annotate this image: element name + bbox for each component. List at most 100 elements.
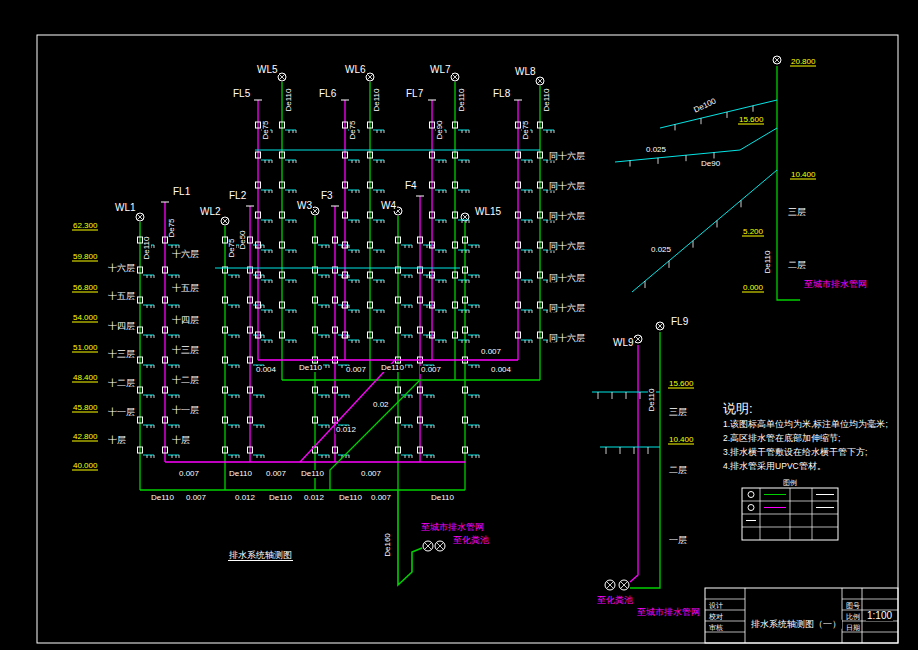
fixture-tick [289,190,290,193]
branch-stub [458,280,469,281]
fixture-tick [439,250,440,253]
fixture-tick [329,455,330,458]
check-fitting [343,212,348,218]
fixture-tick [412,275,413,278]
collector-pipe [140,489,465,490]
fixture-tick [154,365,155,368]
check-fitting [248,237,253,243]
pipe-size: De110 [228,470,253,478]
check-fitting [368,152,373,158]
fixture-tick [289,310,290,313]
elevation-label: 42.800 [72,433,98,442]
vent-cap [536,77,544,85]
check-fitting [280,302,285,308]
branch-stub [435,310,446,311]
floor-branch [255,150,540,151]
fixture-tick [384,280,385,283]
fixture-tick [329,425,330,428]
fixture-tick [434,455,435,458]
pipe-size: De110 [458,88,466,113]
elevation-label: 10.400 [790,171,816,180]
pipe-id: FL9 [670,317,689,327]
fixture-tick [239,305,240,308]
fixture-tick [434,425,435,428]
check-fitting [368,332,373,338]
fixture-tick [356,160,357,163]
riser-pipe [539,86,540,380]
legend-heading: 图例 [782,479,798,486]
fixture-tick [322,455,323,458]
branch-stub [285,190,296,191]
fixture-tick [412,335,413,338]
slope-label: 0.007 [480,348,502,356]
fixture-tick [381,250,382,253]
riser-pipe [454,82,455,380]
slope-label: 0.012 [335,426,357,434]
fixture-tick [232,365,233,368]
fixture-tick [326,395,327,398]
floor-label: 一层 [668,536,688,545]
branch-stub [458,130,469,131]
check-fitting [538,182,543,188]
fixture-tick [412,425,413,428]
riser-pipe [464,222,465,490]
fixture-tick [469,220,470,223]
check-fitting [368,122,373,128]
fixture-tick [272,280,273,283]
fixture-tick [529,220,530,223]
fixture-tick [257,425,258,428]
table-rule [705,632,745,633]
fixture-tick [176,305,177,308]
fixture-tick [439,160,440,163]
riser-top [254,100,262,101]
fixture-tick [630,161,631,167]
check-fitting [368,182,373,188]
check-fitting [280,212,285,218]
fixture-tick [346,455,347,458]
branch-stub [338,395,349,396]
floor-label: 十二层 [171,376,200,385]
floor-label: 十一层 [171,406,200,415]
collector-pipe [165,461,465,462]
check-fitting [418,327,423,333]
fixture-tick [462,250,463,253]
fixture-tick [176,245,177,248]
check-fitting [163,327,168,333]
fixture-tick [469,280,470,283]
branch-stub [348,310,359,311]
branch-stub [458,220,469,221]
check-fitting [453,212,458,218]
floor-label: 十四层 [171,316,200,325]
fixture-tick [176,335,177,338]
fixture-tick [466,280,467,283]
fixture-tick [462,160,463,163]
fixture-tick [179,455,180,458]
fixture-tick [151,305,152,308]
branch-stub [318,275,329,276]
branch-stub [373,340,384,341]
fixture-tick [381,190,382,193]
branch-stub [285,160,296,161]
fixture-tick [476,305,477,308]
legend-symbol [764,507,786,508]
branch-stub [373,130,384,131]
branch-stub [228,425,239,426]
elevation-label: 40.000 [72,462,98,471]
floor-label: 十一层 [107,408,136,417]
check-fitting [453,302,458,308]
vent-cap-cross [657,323,663,329]
check-fitting [463,327,468,333]
vent-cap-cross [774,57,780,63]
elevation-label: 56.800 [72,284,98,293]
check-fitting [418,237,423,243]
branch-stub [521,280,532,281]
fixture-tick [479,365,480,368]
pipe-size: De110 [373,88,381,113]
riser-top [428,100,436,101]
fixture-tick [349,455,350,458]
fixture-tick [293,250,294,253]
fixture-tick [352,160,353,163]
vent-cap-cross [621,582,628,589]
fixture-tick [640,392,641,399]
fixture-tick [717,220,718,227]
